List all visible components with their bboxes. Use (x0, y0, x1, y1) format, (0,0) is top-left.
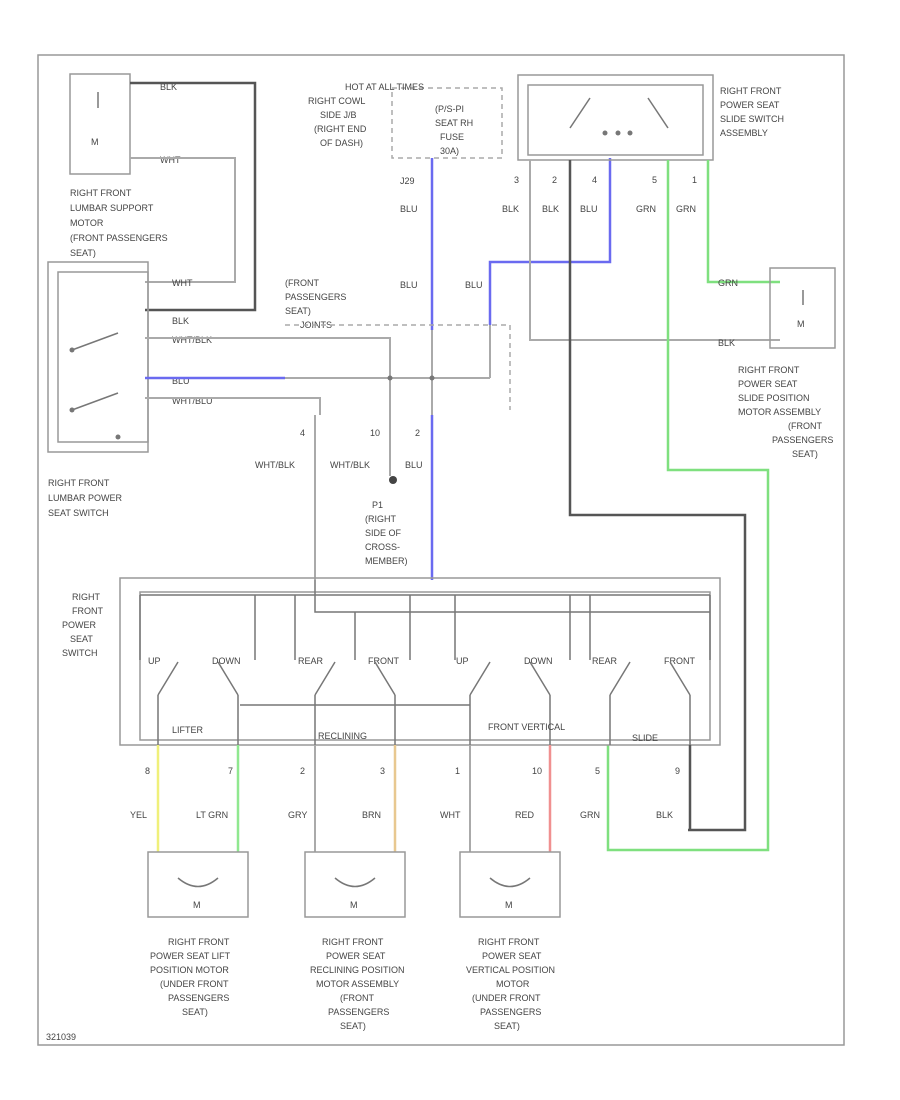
lumbar-switch-label: RIGHT FRONT LUMBAR POWER SEAT SWITCH (48, 478, 125, 518)
wire-label-blu-4: BLU (405, 460, 423, 470)
lumbar-power-seat-switch: RIGHT FRONT LUMBAR POWER SEAT SWITCH (47, 261, 149, 518)
slide-wire-grn-1: GRN (636, 204, 656, 214)
wire-label-blu-j3: BLU (465, 280, 483, 290)
wire-label-gry: GRY (288, 810, 307, 820)
slide-motor-wire-grn: GRN (718, 278, 738, 288)
lift-motor-symbol: M (193, 900, 201, 910)
pin-4: 4 (300, 428, 305, 438)
wire-wht-blk-seat (285, 337, 391, 415)
pss-pin-3: 3 (380, 766, 385, 776)
lumbar-support-motor: M RIGHT FRONT LUMBAR SUPPORT MOTOR (FRON… (69, 73, 170, 258)
wire-label-red: RED (515, 810, 535, 820)
slide-pin-1: 1 (692, 175, 697, 185)
wire-wht-blu-seat (285, 397, 321, 415)
wire-label-wht-blk: WHT/BLK (172, 335, 212, 345)
lift-position-motor: M RIGHT FRONT POWER SEAT LIFT POSITION M… (147, 851, 249, 1017)
wire-label-blk-2: BLK (172, 316, 189, 326)
lifter-down: DOWN (212, 656, 241, 666)
wire-label-wht-blk-2: WHT/BLK (255, 460, 295, 470)
wire-label-blu-j2: BLU (400, 280, 418, 290)
slide-motor-symbol: M (797, 319, 805, 329)
pss-pin-9: 9 (675, 766, 680, 776)
wire-label-wht-2: WHT (172, 278, 193, 288)
slide-wire-grn-2: GRN (676, 204, 696, 214)
front-passengers-seat-label: (FRONT PASSENGERS SEAT) JOINTS (285, 278, 349, 330)
fuse-label: (P/S-PI SEAT RH FUSE 30A) (435, 104, 476, 156)
vertical-motor-label: RIGHT FRONT POWER SEAT VERTICAL POSITION… (466, 937, 558, 1031)
pss-pin-1: 1 (455, 766, 460, 776)
section-lifter: LIFTER (172, 725, 204, 735)
wire-label-blk: BLK (160, 82, 177, 92)
slide-pin-3: 3 (514, 175, 519, 185)
slide-position-motor: M RIGHT FRONT POWER SEAT SLIDE POSITION … (738, 267, 836, 459)
slide-pin-4: 4 (592, 175, 597, 185)
wire-label-brn: BRN (362, 810, 381, 820)
lifter-up: UP (148, 656, 161, 666)
ground-p1-label: P1 (RIGHT SIDE OF CROSS- MEMBER) (365, 500, 408, 566)
pin-2: 2 (415, 428, 420, 438)
pss-pin-10: 10 (532, 766, 542, 776)
slide-front: FRONT (664, 656, 695, 666)
wire-wht-lumbar (130, 157, 236, 283)
wire-slide-blk-1 (529, 160, 780, 341)
slide-wire-blk-1: BLK (502, 204, 519, 214)
wire-blk-lumbar (130, 81, 257, 312)
wire-label-grn-3: GRN (580, 810, 600, 820)
pss-pin-8: 8 (145, 766, 150, 776)
hot-at-all-times-label: HOT AT ALL TIMES (345, 82, 424, 92)
vertical-down: DOWN (524, 656, 553, 666)
slide-motor-label: RIGHT FRONT POWER SEAT SLIDE POSITION MO… (738, 365, 836, 459)
section-reclining: RECLINING (318, 731, 367, 741)
lift-motor-label: RIGHT FRONT POWER SEAT LIFT POSITION MOT… (150, 937, 233, 1017)
junction-block: HOT AT ALL TIMES RIGHT COWL SIDE J/B (RI… (308, 82, 503, 159)
wire-label-lt-grn: LT GRN (196, 810, 228, 820)
power-seat-switch: RIGHT FRONT POWER SEAT SWITCH UP DOWN RE… (62, 577, 721, 746)
pss-pin-5: 5 (595, 766, 600, 776)
seat-harness-boundary (285, 324, 511, 410)
vertical-motor-symbol: M (505, 900, 513, 910)
slide-switch-assembly: RIGHT FRONT POWER SEAT SLIDE SWITCH ASSE… (517, 74, 787, 161)
wire-slide-blk-2 (568, 160, 747, 832)
wire-label-blk-3: BLK (656, 810, 673, 820)
diagram-border (37, 54, 845, 1046)
slide-wire-blk-2: BLK (542, 204, 559, 214)
wire-label-blu: BLU (172, 376, 190, 386)
connector-j29: J29 (400, 176, 415, 186)
wire-label-wht: WHT (160, 155, 181, 165)
wire-label-blu-j: BLU (400, 204, 418, 214)
wire-label-wht-blu: WHT/BLU (172, 396, 213, 406)
slide-pin-5: 5 (652, 175, 657, 185)
wire-label-yel: YEL (130, 810, 147, 820)
footer-code: 321039 (46, 1032, 76, 1042)
wire-slide-grn-2 (706, 160, 780, 284)
reclining-front: FRONT (368, 656, 399, 666)
section-front-vertical: FRONT VERTICAL (488, 722, 565, 732)
power-seat-switch-label: RIGHT FRONT POWER SEAT SWITCH (62, 592, 105, 658)
reclining-rear: REAR (298, 656, 324, 666)
wire-label-wht-3: WHT (440, 810, 461, 820)
reclining-motor-symbol: M (350, 900, 358, 910)
pin-10: 10 (370, 428, 380, 438)
wire-label-wht-blk-3: WHT/BLK (330, 460, 370, 470)
junction-block-label: RIGHT COWL SIDE J/B (RIGHT END OF DASH) (308, 96, 369, 148)
wire-slide-grn-1 (606, 160, 770, 852)
reclining-motor-label: RIGHT FRONT POWER SEAT RECLINING POSITIO… (310, 937, 407, 1031)
motor-symbol: M (91, 137, 99, 147)
slide-rear: REAR (592, 656, 618, 666)
slide-pin-2: 2 (552, 175, 557, 185)
vertical-position-motor: M RIGHT FRONT POWER SEAT VERTICAL POSITI… (459, 851, 561, 1031)
pss-pin-7: 7 (228, 766, 233, 776)
slide-motor-wire-blk: BLK (718, 338, 735, 348)
wire-blu-slide (488, 158, 612, 325)
ground-point (389, 476, 397, 484)
pss-pin-2: 2 (300, 766, 305, 776)
slide-switch-label: RIGHT FRONT POWER SEAT SLIDE SWITCH ASSE… (720, 86, 787, 138)
slide-wire-blu: BLU (580, 204, 598, 214)
reclining-position-motor: M RIGHT FRONT POWER SEAT RECLINING POSIT… (304, 851, 407, 1031)
section-slide: SLIDE (632, 733, 658, 743)
vertical-up: UP (456, 656, 469, 666)
lumbar-motor-label: RIGHT FRONT LUMBAR SUPPORT MOTOR (FRONT … (70, 188, 170, 258)
